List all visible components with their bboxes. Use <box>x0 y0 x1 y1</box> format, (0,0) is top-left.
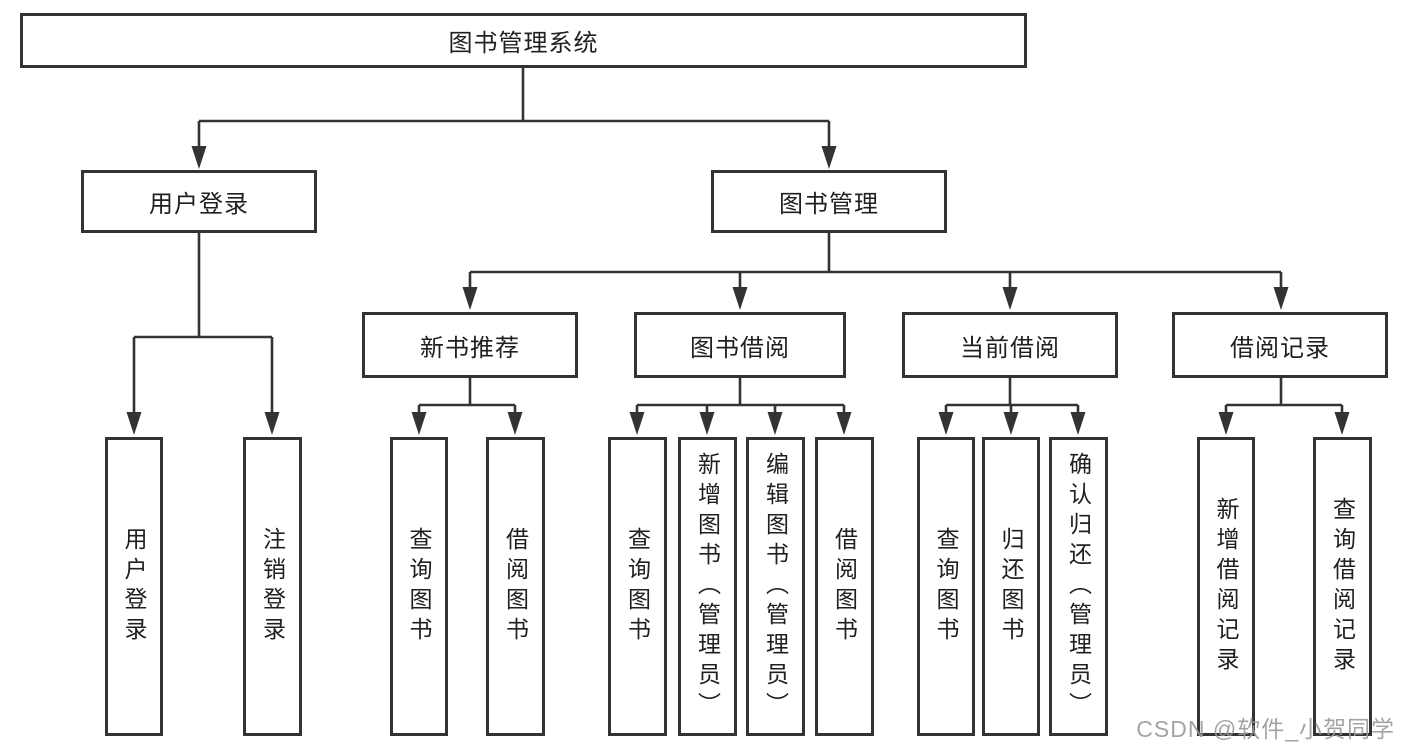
leaf-return-books: 归还图书 <box>982 437 1040 736</box>
node-library-system: 图书管理系统 <box>20 13 1027 68</box>
node-new-book-recommend: 新书推荐 <box>362 312 578 378</box>
arrow-icon <box>821 146 837 169</box>
node-label: 借阅图书 <box>831 526 858 647</box>
node-label: 借阅记录 <box>1230 334 1330 362</box>
node-label: 编辑图书（管理员） <box>762 451 789 722</box>
arrow-icon <box>938 412 954 435</box>
leaf-query-borrow-record: 查询借阅记录 <box>1313 437 1372 736</box>
leaf-query-books-borrowing: 查询图书 <box>608 437 667 736</box>
node-label: 注销登录 <box>259 526 286 647</box>
node-label: 确认归还（管理员） <box>1065 451 1092 722</box>
node-label: 查询图书 <box>933 526 959 647</box>
arrow-icon <box>191 146 207 169</box>
node-label: 归还图书 <box>998 526 1024 647</box>
arrow-icon <box>732 287 748 310</box>
arrow-icon <box>1334 412 1350 435</box>
leaf-add-borrow-record: 新增借阅记录 <box>1197 437 1255 736</box>
leaf-query-books-current: 查询图书 <box>917 437 975 736</box>
node-label: 当前借阅 <box>960 334 1060 362</box>
node-label: 查询图书 <box>406 526 432 647</box>
node-label: 图书管理系统 <box>448 30 599 57</box>
node-book-borrowing: 图书借阅 <box>634 312 846 378</box>
leaf-borrow-books-recommend: 借阅图书 <box>486 437 545 736</box>
node-label: 图书借阅 <box>690 334 790 362</box>
node-book-management: 图书管理 <box>711 170 947 233</box>
arrow-icon <box>264 412 280 435</box>
leaf-add-books-admin: 新增图书（管理员） <box>678 437 737 736</box>
arrow-icon <box>411 412 427 435</box>
node-label: 借阅图书 <box>502 526 529 647</box>
node-label: 新增借阅记录 <box>1213 496 1239 677</box>
leaf-query-books-recommend: 查询图书 <box>390 437 448 736</box>
node-label: 用户登录 <box>121 526 147 647</box>
arrow-icon <box>1070 412 1086 435</box>
arrow-icon <box>836 412 852 435</box>
node-user-login: 用户登录 <box>81 170 317 233</box>
node-borrowing-records: 借阅记录 <box>1172 312 1388 378</box>
csdn-watermark: CSDN @软件_小贺同学 <box>1136 716 1395 742</box>
node-label: 查询图书 <box>624 526 651 647</box>
arrow-icon <box>1273 287 1289 310</box>
leaf-user-login: 用户登录 <box>105 437 163 736</box>
leaf-borrow-books: 借阅图书 <box>815 437 874 736</box>
node-label: 新增图书（管理员） <box>694 451 721 722</box>
arrow-icon <box>629 412 645 435</box>
node-label: 用户登录 <box>149 191 249 218</box>
leaf-confirm-return-admin: 确认归还（管理员） <box>1049 437 1108 736</box>
arrow-icon <box>1218 412 1234 435</box>
node-label: 新书推荐 <box>420 334 520 362</box>
arrow-icon <box>1002 287 1018 310</box>
node-label: 查询借阅记录 <box>1329 496 1356 677</box>
node-label: 图书管理 <box>779 191 879 218</box>
arrow-icon <box>126 412 142 435</box>
arrow-icon <box>767 412 783 435</box>
node-current-borrowing: 当前借阅 <box>902 312 1118 378</box>
arrow-icon <box>462 287 478 310</box>
leaf-logout: 注销登录 <box>243 437 302 736</box>
arrow-icon <box>507 412 523 435</box>
leaf-edit-books-admin: 编辑图书（管理员） <box>746 437 805 736</box>
arrow-icon <box>699 412 715 435</box>
arrow-icon <box>1003 412 1019 435</box>
